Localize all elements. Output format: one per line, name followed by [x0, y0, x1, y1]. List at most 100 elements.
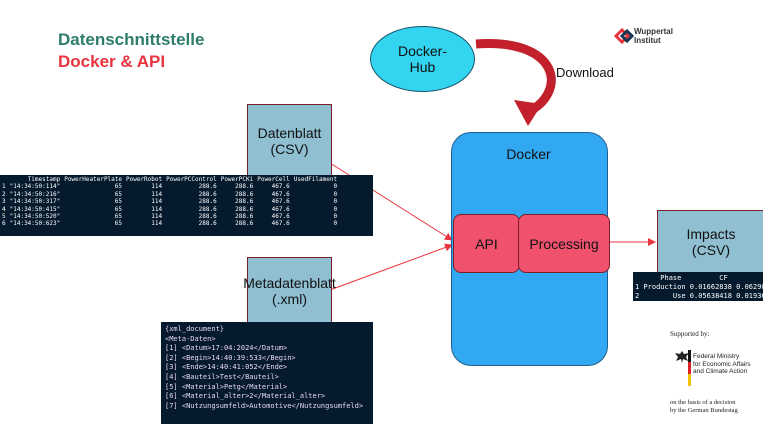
table-row: 2 "14:34:50:216" 65 114 288.6 288.6 467.…: [0, 191, 339, 198]
table-cell: 65: [114, 220, 122, 228]
docker-label: Docker: [506, 146, 551, 162]
table-cell: 65: [114, 183, 122, 191]
table-cell: 0: [333, 213, 338, 221]
table-cell: 65: [114, 198, 122, 206]
table-cell: 288.6: [235, 190, 254, 198]
table-cell: 0: [333, 190, 338, 198]
xml-line: <Meta-Daten>: [165, 334, 216, 343]
download-arrow-head: [514, 100, 542, 126]
table-cell: 1: [2, 183, 6, 191]
table-row: 1 "14:34:50:114" 65 114 288.6 288.6 467.…: [0, 183, 339, 190]
table-header-cell: UsedFilament: [293, 176, 338, 183]
table-header-cell: PowerPCKi: [220, 176, 254, 183]
table-cell: 288.6: [198, 183, 217, 191]
impacts-header: Phase CF M: [635, 274, 763, 282]
table-cell: 288.6: [235, 205, 254, 213]
table-cell: 288.6: [235, 213, 254, 221]
table-cell: 288.6: [198, 220, 217, 228]
table-cell: 6: [2, 220, 6, 228]
table-row: 5 "14:34:50:520" 65 114 288.6 288.6 467.…: [0, 213, 339, 220]
table-cell: 114: [151, 205, 163, 213]
table-cell: 288.6: [198, 190, 217, 198]
processing-module: Processing: [518, 214, 610, 273]
table-cell: "14:34:50:415": [9, 205, 61, 213]
download-arrow: [475, 39, 556, 117]
table-cell: 467.6: [271, 205, 290, 213]
table-cell: 65: [114, 190, 122, 198]
ministry-line: Federal Ministry: [693, 353, 740, 360]
table-cell: 467.6: [271, 198, 290, 206]
table-cell: 114: [151, 190, 163, 198]
table-cell: 467.6: [271, 190, 290, 198]
logo-line2: Institut: [634, 36, 661, 45]
impacts-box: Impacts (CSV): [657, 210, 763, 274]
ministry-line: for Economic Affairs: [693, 360, 751, 368]
slide-title: Datenschnittstelle: [58, 30, 205, 49]
table-cell: 0: [333, 198, 338, 206]
table-header-cell: PowerHeaterPlate: [64, 176, 122, 183]
xml-line: [4] <Bauteil>Test</Bauteil>: [165, 372, 279, 381]
table-row: 3 "14:34:50:317" 65 114 288.6 288.6 467.…: [0, 198, 339, 205]
download-label: Download: [556, 65, 614, 80]
impacts-preview: Phase CF M 1 Production 0.01662838 0.062…: [633, 272, 763, 301]
table-cell: 2: [2, 190, 6, 198]
table-cell: 288.6: [198, 213, 217, 221]
table-header-cell: Timestamp: [27, 176, 61, 183]
supported-by-label: Supported by:: [670, 330, 710, 338]
xml-preview: {xml_document} <Meta-Daten> [1] <Datum>1…: [161, 322, 373, 424]
table-cell: "14:34:50:216": [9, 190, 61, 198]
table-cell: 288.6: [235, 198, 254, 206]
table-cell: 467.6: [271, 220, 290, 228]
xml-line: [5] <Material>Petg</Material>: [165, 382, 288, 391]
api-module: API: [453, 214, 520, 273]
table-row: 6 "14:34:50:623" 65 114 288.6 288.6 467.…: [0, 220, 339, 227]
table-cell: 467.6: [271, 183, 290, 191]
table-cell: "14:34:50:114": [9, 183, 61, 191]
table-cell: 288.6: [235, 220, 254, 228]
table-cell: "14:34:50:623": [9, 220, 61, 228]
table-cell: 5: [2, 213, 6, 221]
slide-subtitle: Docker & API: [58, 52, 166, 71]
impacts-row: 1 Production 0.01662838 0.0629012: [635, 283, 763, 291]
table-cell: 288.6: [198, 198, 217, 206]
german-flag-bar: [688, 350, 691, 386]
table-cell: 4: [2, 205, 6, 213]
eagle-icon: [675, 351, 689, 363]
table-header-cell: PowerCell: [257, 176, 290, 183]
arrow-metadaten-api: [329, 243, 453, 291]
table-cell: 3: [2, 198, 6, 206]
table-cell: 114: [151, 220, 163, 228]
table-row: 4 "14:34:50:415" 65 114 288.6 288.6 467.…: [0, 206, 339, 213]
metadatenblatt-box: Metadatenblatt (.xml): [243, 257, 336, 324]
ministry-name: Federal Ministry for Economic Affairs an…: [693, 353, 751, 376]
docker-hub: Docker- Hub: [370, 26, 475, 92]
wuppertal-logo-icon: [614, 28, 634, 44]
basis-line: by the German Bundestag: [670, 407, 738, 414]
table-cell: 65: [114, 213, 122, 221]
table-header-row: Timestamp PowerHeaterPlate PowerRobot Po…: [0, 176, 339, 183]
table-cell: 114: [151, 213, 163, 221]
table-cell: "14:34:50:317": [9, 198, 61, 206]
ministry-line: and Climate Action: [693, 368, 748, 375]
table-cell: 288.6: [235, 183, 254, 191]
xml-line: [2] <Begin>14:40:39:533</Begin>: [165, 353, 296, 362]
table-cell: 65: [114, 205, 122, 213]
table-cell: 114: [151, 198, 163, 206]
table-header-cell: PowerRobot: [126, 176, 163, 183]
table-cell: "14:34:50:520": [9, 213, 61, 221]
table-cell: 467.6: [271, 213, 290, 221]
logo-text: Wuppertal Institut: [634, 27, 673, 45]
logo-line1: Wuppertal: [634, 27, 673, 36]
xml-line: {xml_document}: [165, 325, 225, 333]
table-cell: 0: [333, 183, 338, 191]
xml-line: [1] <Datum>17:04:2024</Datum>: [165, 344, 288, 353]
table-cell: 114: [151, 183, 163, 191]
xml-line: [3] <Ende>14:40:41:052</Ende>: [165, 363, 288, 372]
datenblatt-box: Datenblatt (CSV): [247, 104, 332, 178]
csv-preview: Timestamp PowerHeaterPlate PowerRobot Po…: [0, 175, 373, 236]
table-cell: 0: [333, 220, 338, 228]
xml-line: [6] <Material_alter>2</Material_alter>: [165, 392, 326, 401]
table-header-cell: PowerPCControl: [166, 176, 217, 183]
basis-line: on the basis of a decision: [670, 399, 736, 406]
table-cell: 0: [333, 205, 338, 213]
